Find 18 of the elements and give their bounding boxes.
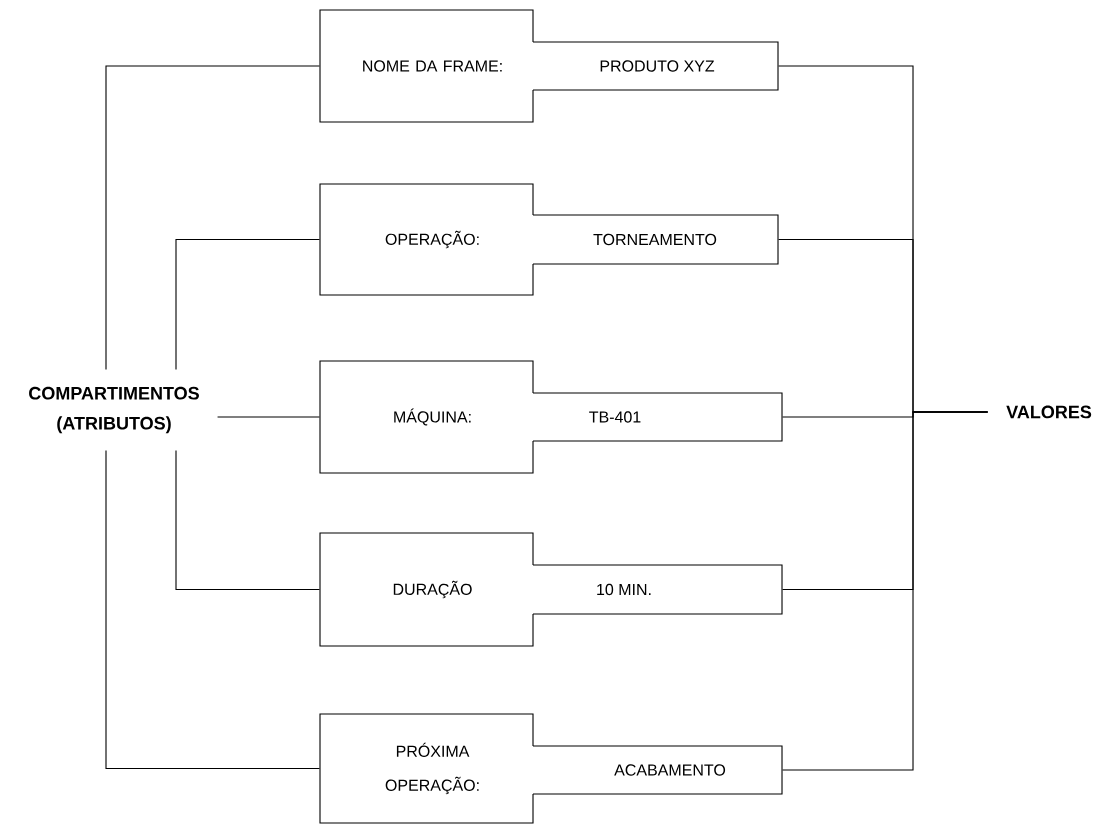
attribute-box: PRÓXIMA OPERAÇÃO: [319, 713, 534, 824]
value-box: 10 MIN. [532, 564, 783, 615]
group-label: VALORES [1006, 405, 1092, 419]
attribute-box: OPERAÇÃO: [319, 183, 534, 296]
connector-line [105, 65, 320, 370]
attribute-box: DURAÇÃO [319, 532, 534, 647]
attribute-box: MÁQUINA: [319, 360, 534, 474]
value-box: PRODUTO XYZ [532, 41, 779, 91]
value-box: ACABAMENTO [532, 745, 783, 795]
connector-line [217, 416, 320, 418]
connector-line [782, 411, 989, 771]
value-box: TORNEAMENTO [532, 214, 779, 265]
connector-line [105, 450, 320, 770]
value-box: TB-401 [532, 392, 783, 442]
group-label: COMPARTIMENTOS (ATRIBUTOS) [29, 386, 199, 434]
attribute-box: NOME DA FRAME: [319, 9, 534, 123]
connector-line [175, 238, 320, 370]
connector-line [175, 450, 320, 591]
